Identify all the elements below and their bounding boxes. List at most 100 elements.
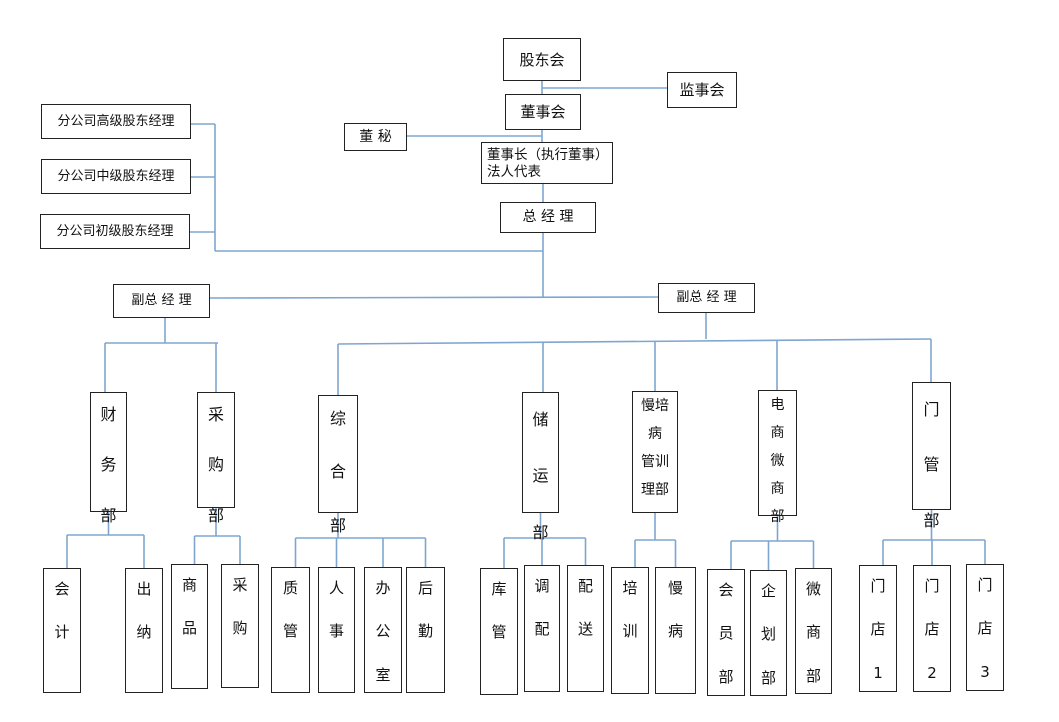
box-text: 慢培	[641, 398, 669, 414]
chairman-subtitle: 法人代表	[487, 163, 541, 180]
box-text: 调	[534, 577, 550, 595]
box-text: 微	[805, 580, 821, 598]
box-text: 门	[924, 577, 940, 595]
box-text: 购	[207, 455, 224, 475]
shareholders-box: 股东会	[503, 38, 581, 81]
branch-manager-label: 分公司中级股东经理	[57, 168, 175, 184]
box-text: 事	[328, 622, 344, 641]
box-text: 采	[207, 405, 224, 424]
box-text: 室	[375, 665, 391, 684]
box-text: 部	[207, 505, 224, 525]
box-text: 务	[100, 455, 117, 475]
box-text: 办	[375, 579, 391, 597]
branch-manager-senior: 分公司高级股东经理	[41, 104, 191, 139]
box-text: 2	[927, 663, 937, 682]
general-manager-label: 总 经 理	[522, 209, 574, 226]
sub-department-box: 调配	[524, 565, 560, 692]
sub-department-box: 配送	[567, 565, 604, 692]
secretary-label: 董 秘	[359, 128, 392, 145]
box-text: 储	[532, 410, 549, 429]
box-text: 管	[491, 623, 507, 642]
box-text: 电	[770, 397, 785, 413]
sub-department-box: 会员部	[707, 569, 745, 696]
right-vice-bar	[337, 338, 932, 345]
box-text: 管	[923, 455, 940, 475]
sub-department-box: 质管	[271, 567, 310, 693]
sub-department-box: 门店 2	[913, 565, 951, 692]
sub-department-box: 采购	[221, 564, 259, 688]
box-text: 划	[760, 625, 776, 644]
board-box: 董事会	[505, 94, 581, 130]
box-text: 送	[577, 620, 593, 639]
vice-manager-label: 副总 经 理	[676, 290, 737, 306]
department-box: 门管部	[912, 382, 951, 530]
department-box: 电商微商部	[758, 390, 797, 525]
box-text: 商	[770, 481, 785, 498]
box-text: 培	[622, 579, 638, 597]
box-text: 会	[718, 581, 734, 599]
vice-manager-left: 副总 经 理	[113, 284, 210, 318]
box-text: 微	[770, 453, 785, 470]
box-text: 财	[100, 405, 117, 424]
sub-department-box: 企划部	[750, 570, 787, 696]
box-text: 慢	[667, 579, 683, 597]
box-text: 店	[977, 619, 993, 638]
box-text: 3	[980, 662, 990, 681]
shareholders-label: 股东会	[519, 50, 565, 69]
sub-department-box: 会计	[43, 568, 81, 693]
box-text: 商	[805, 623, 821, 642]
box-text: 门	[923, 400, 940, 419]
box-text: 店	[924, 620, 940, 639]
department-box: 财务部	[90, 392, 127, 525]
box-text: 采	[232, 576, 248, 594]
secretary-box: 董 秘	[344, 123, 407, 151]
sub-department-box: 慢病	[655, 567, 696, 694]
box-text: 运	[532, 466, 549, 486]
box-text: 部	[718, 667, 734, 686]
sub-department-box: 出纳	[125, 568, 163, 693]
box-text: 综	[329, 409, 346, 428]
sub-department-box: 商品	[171, 564, 208, 689]
box-text: 部	[532, 522, 549, 542]
box-text: 计	[54, 623, 70, 642]
sub-department-box: 微商部	[795, 568, 832, 694]
box-text: 公	[375, 622, 391, 641]
box-text: 1	[873, 663, 883, 682]
box-text: 勤	[417, 622, 433, 641]
box-text: 理部	[641, 482, 669, 499]
general-manager-box: 总 经 理	[500, 202, 596, 233]
box-text: 管训	[641, 454, 669, 471]
box-text: 病	[648, 426, 662, 443]
box-text: 部	[329, 515, 346, 535]
department-box: 采购部	[197, 392, 235, 525]
box-text: 品	[181, 619, 197, 638]
box-text: 出	[136, 580, 152, 598]
sub-department-box: 培训	[611, 567, 649, 694]
box-text: 库	[491, 580, 507, 598]
box-text: 部	[923, 510, 940, 530]
box-text: 配	[577, 577, 593, 595]
supervisors-box: 监事会	[667, 72, 737, 108]
box-text: 部	[805, 666, 821, 685]
box-text: 门	[870, 577, 886, 595]
department-box: 储运部	[522, 392, 559, 542]
supervisors-label: 监事会	[679, 81, 725, 99]
box-text: 配	[534, 620, 550, 639]
vice-manager-right: 副总 经 理	[658, 283, 755, 313]
box-text: 会	[54, 580, 70, 598]
box-text: 部	[770, 509, 785, 526]
branch-manager-label: 分公司高级股东经理	[57, 113, 175, 129]
box-text: 管	[282, 622, 298, 641]
chairman-title: 董事长（执行董事）	[487, 147, 609, 163]
box-text: 后	[417, 579, 433, 597]
department-box: 综合部	[318, 395, 358, 535]
box-text: 商	[770, 425, 785, 442]
branch-manager-middle: 分公司中级股东经理	[41, 159, 191, 194]
vice-line	[209, 296, 659, 299]
department-box: 慢培病管训理部	[632, 391, 678, 513]
board-label: 董事会	[520, 103, 566, 121]
sub-department-box: 办公室	[364, 567, 402, 693]
box-text: 合	[329, 462, 346, 482]
box-text: 企	[760, 582, 776, 600]
